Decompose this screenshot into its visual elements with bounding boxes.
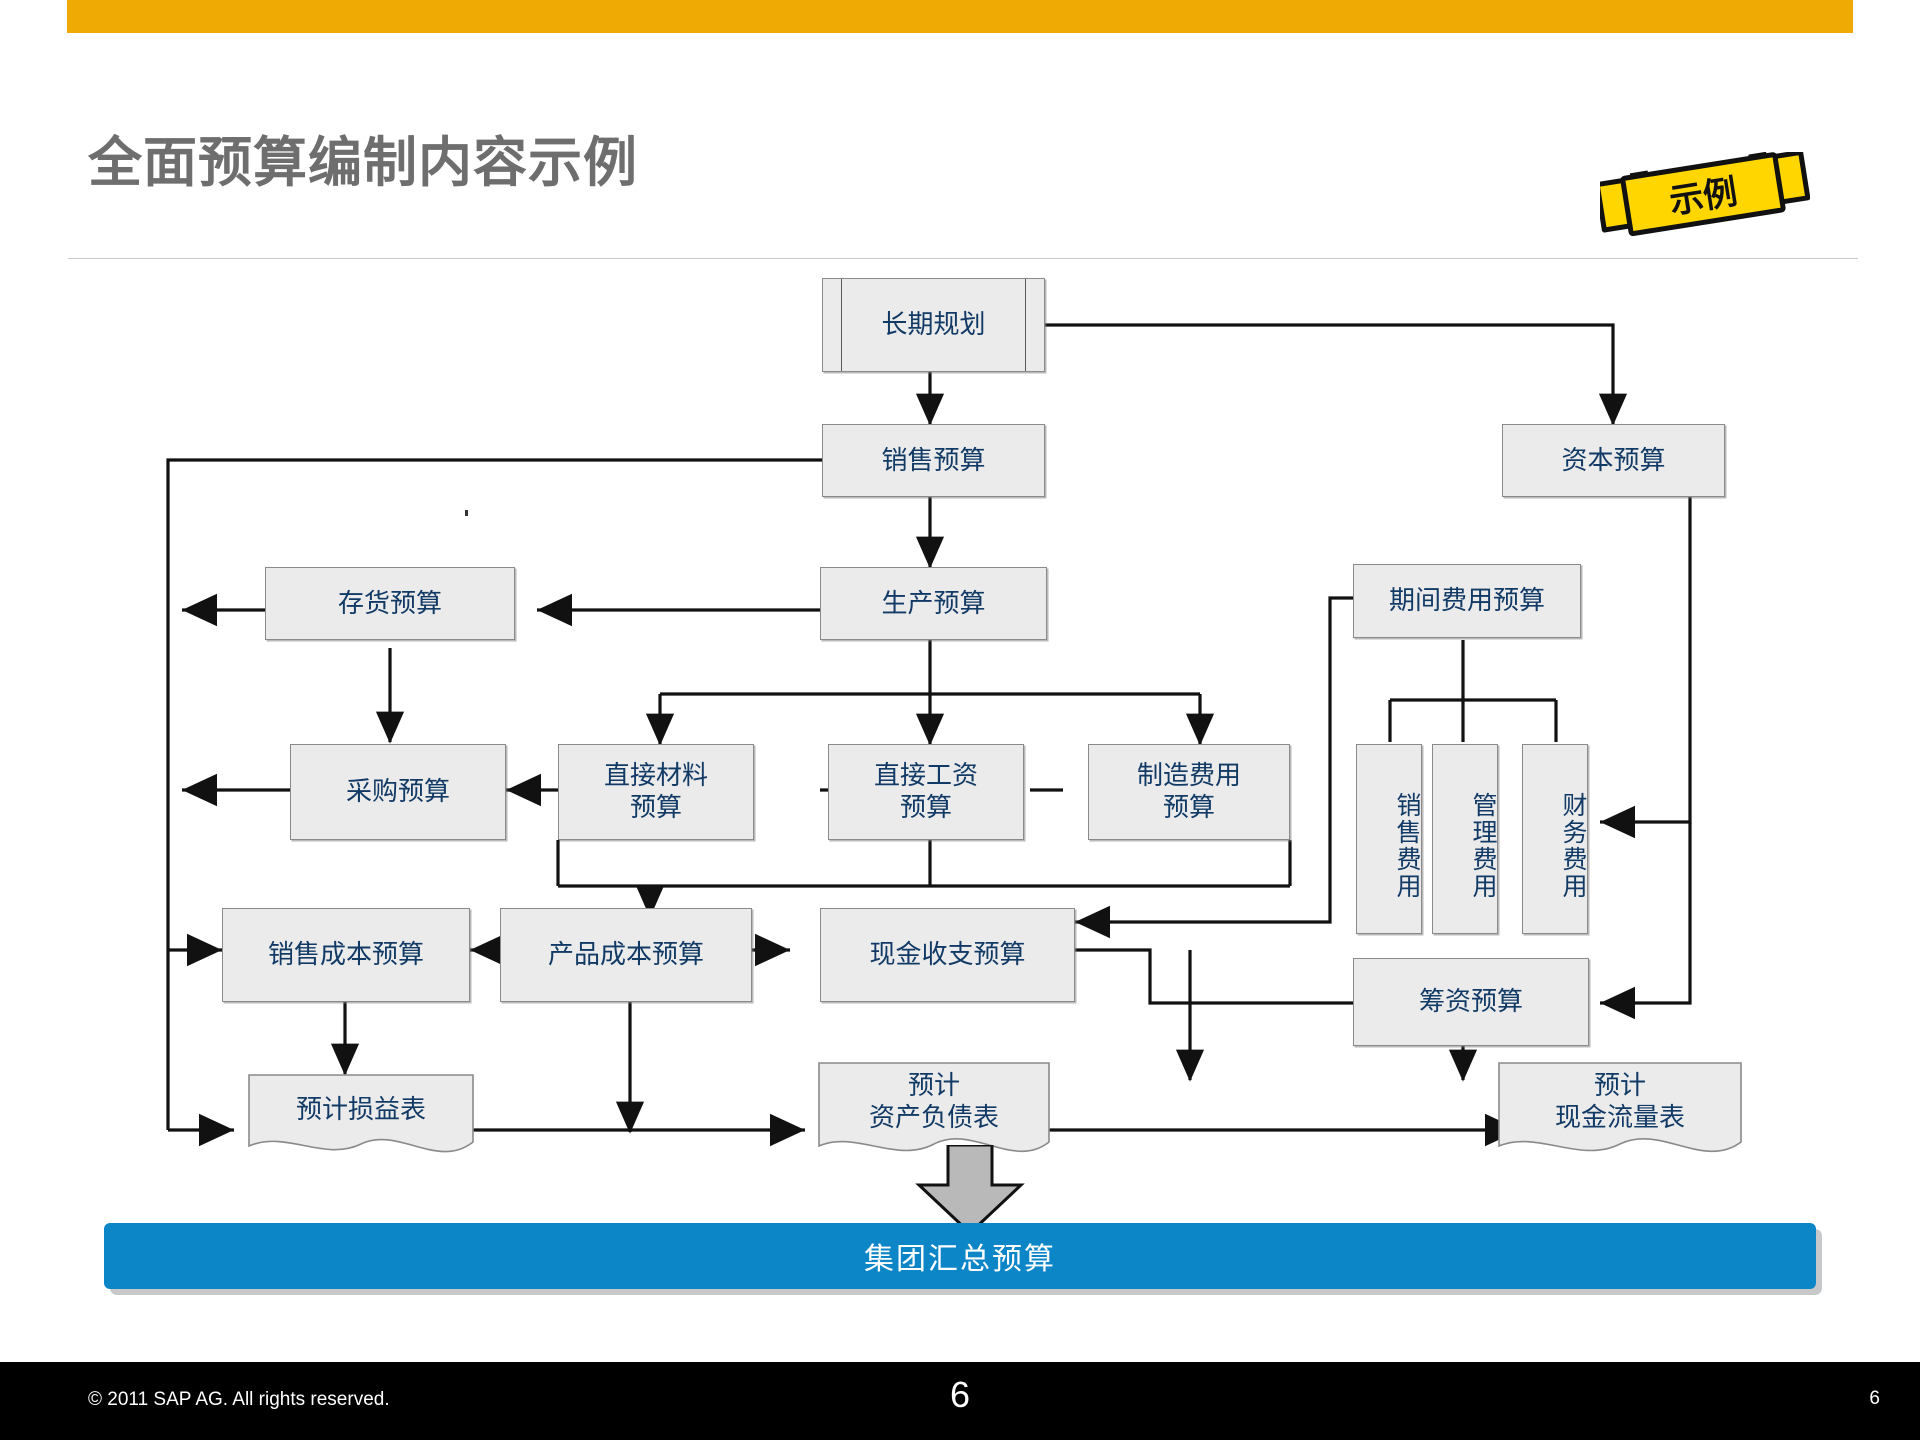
- stray-dot-mark: [465, 510, 468, 516]
- summary-bar[interactable]: 集团汇总预算: [104, 1223, 1816, 1289]
- node-purchase-budget[interactable]: 采购预算: [290, 744, 506, 840]
- node-selling-expense[interactable]: 销售费用: [1356, 744, 1422, 934]
- summary-bar-label: 集团汇总预算: [864, 1243, 1056, 1276]
- node-inventory-budget[interactable]: 存货预算: [265, 567, 515, 640]
- doc-label: 预计 资产负债表: [868, 1071, 999, 1132]
- node-direct-material-budget[interactable]: 直接材料 预算: [558, 744, 754, 840]
- page-title: 全面预算编制内容示例: [88, 131, 638, 194]
- node-financing-budget[interactable]: 筹资预算: [1353, 958, 1589, 1046]
- node-capital-budget[interactable]: 资本预算: [1502, 424, 1725, 497]
- node-cost-of-sales-budget[interactable]: 销售成本预算: [222, 908, 470, 1002]
- node-projected-income-statement[interactable]: 预计损益表: [248, 1074, 474, 1162]
- node-admin-expense[interactable]: 管理费用: [1432, 744, 1498, 934]
- slide-footer: © 2011 SAP AG. All rights reserved. 6 6: [0, 1362, 1920, 1440]
- node-manufacturing-overhead-budget[interactable]: 制造费用 预算: [1088, 744, 1290, 840]
- node-product-cost-budget[interactable]: 产品成本预算: [500, 908, 752, 1002]
- top-accent-bar: [67, 0, 1853, 33]
- node-long-term-plan[interactable]: 长期规划: [822, 278, 1045, 372]
- node-period-expense-budget[interactable]: 期间费用预算: [1353, 564, 1581, 638]
- page-number-center: 6: [949, 1374, 971, 1415]
- doc-label: 预计 现金流量表: [1554, 1071, 1685, 1132]
- node-projected-balance-sheet[interactable]: 预计 资产负债表: [818, 1062, 1050, 1164]
- page-number-right: 6: [1869, 1388, 1880, 1409]
- node-cash-flow-budget[interactable]: 现金收支预算: [820, 908, 1075, 1002]
- node-finance-expense[interactable]: 财务费用: [1522, 744, 1588, 934]
- title-divider: [68, 258, 1858, 259]
- example-ribbon-banner: 示例: [1600, 152, 1810, 262]
- doc-label: 预计损益表: [295, 1095, 426, 1125]
- node-sales-budget[interactable]: 销售预算: [822, 424, 1045, 497]
- node-production-budget[interactable]: 生产预算: [820, 567, 1047, 640]
- node-direct-labor-budget[interactable]: 直接工资 预算: [828, 744, 1024, 840]
- node-projected-cash-flow-statement[interactable]: 预计 现金流量表: [1498, 1062, 1742, 1164]
- copyright-text: © 2011 SAP AG. All rights reserved.: [88, 1389, 390, 1410]
- down-arrow-to-summary-icon: [915, 1143, 1025, 1236]
